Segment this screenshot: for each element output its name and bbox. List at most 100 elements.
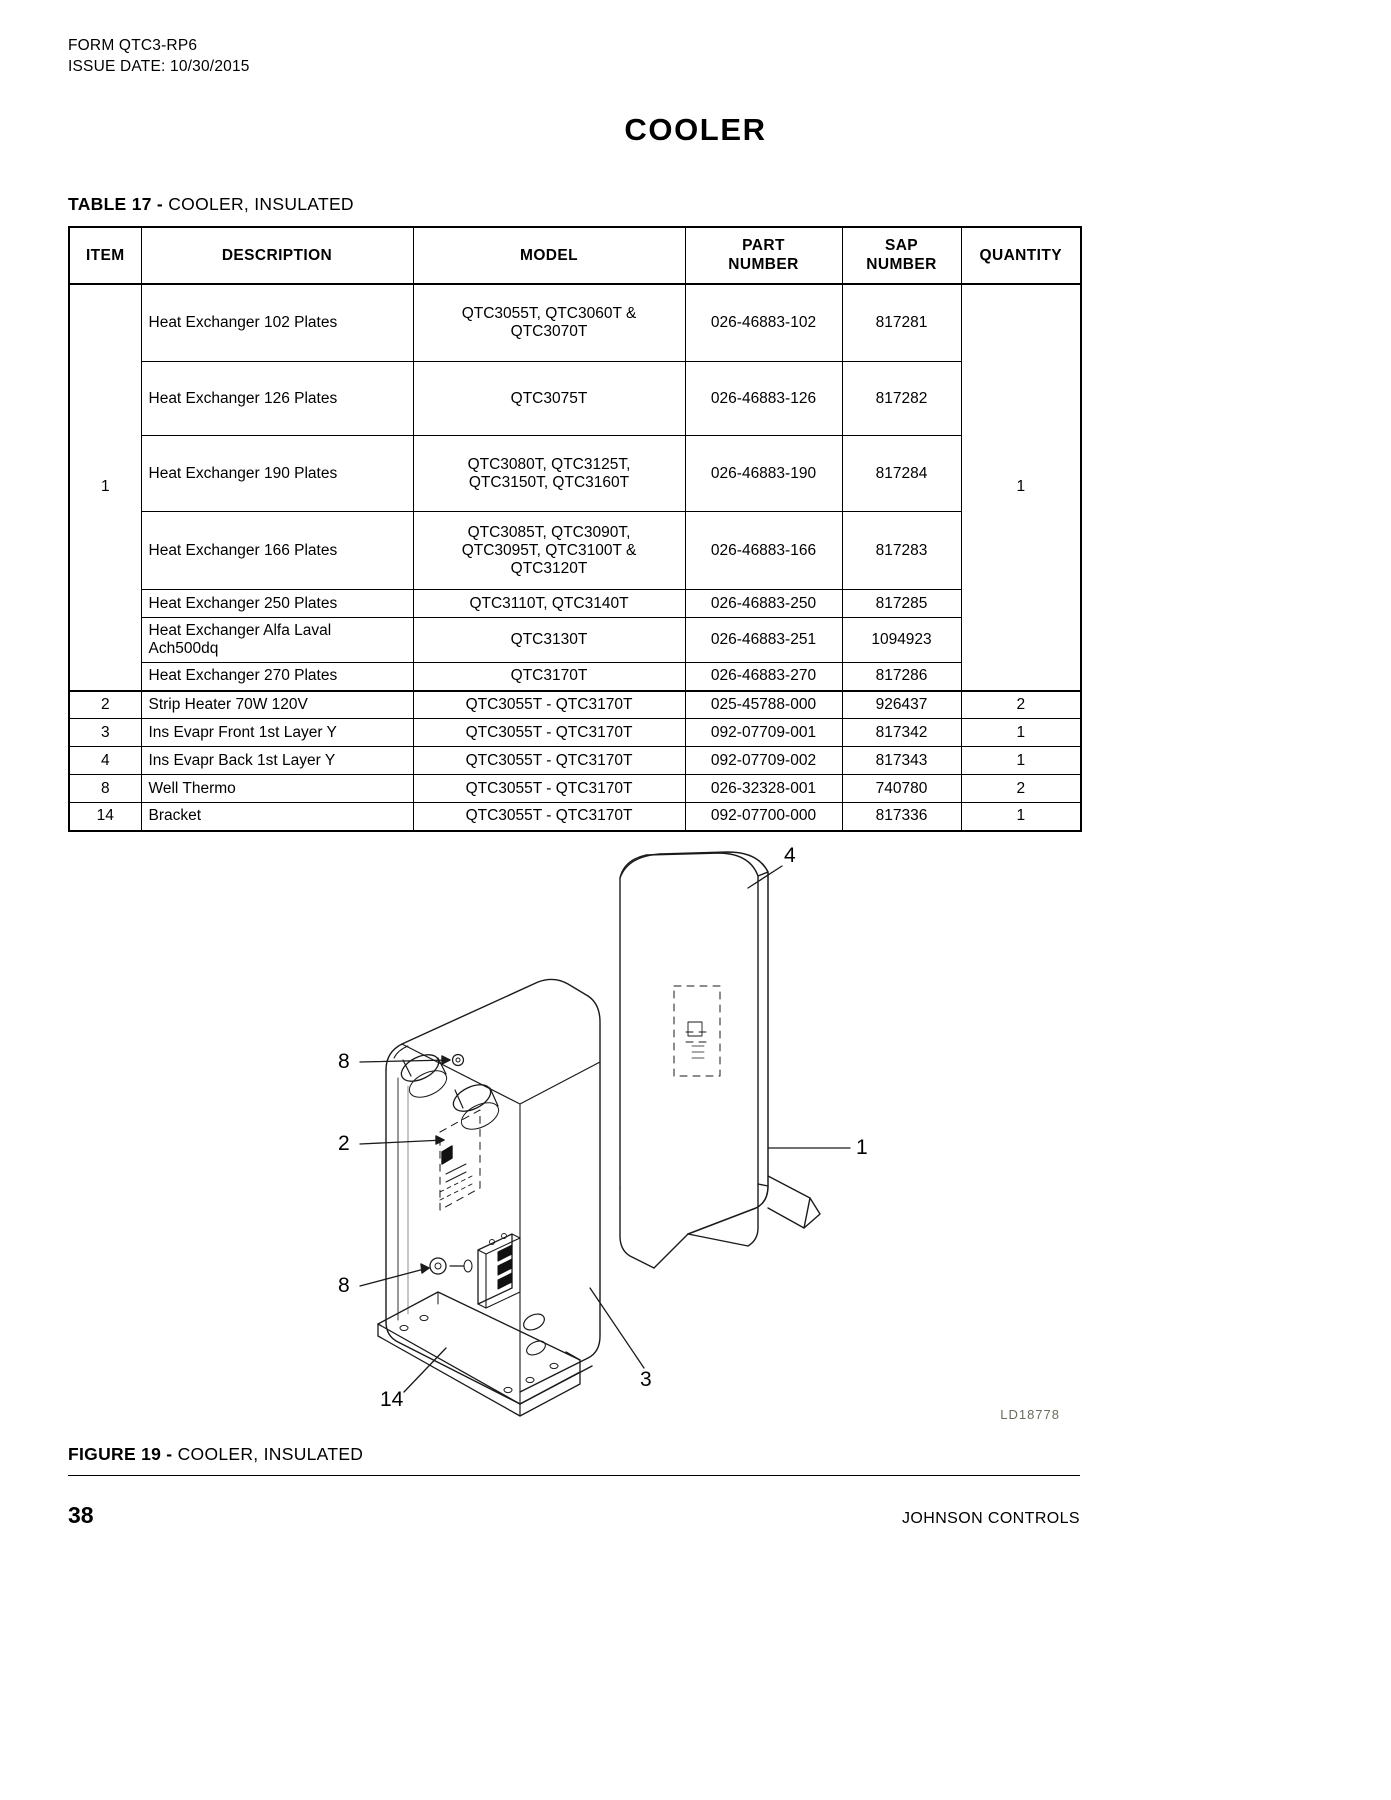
column-header-item: ITEM xyxy=(68,225,142,285)
cell-description: Ins Evapr Back 1st Layer Y xyxy=(140,746,414,776)
cell-part-number: 026-46883-166 xyxy=(684,511,843,591)
cell-description: Heat Exchanger 126 Plates xyxy=(140,361,414,437)
column-header-sap-number: SAP NUMBER xyxy=(841,225,962,285)
cell-sap-number: 1094923 xyxy=(841,617,962,664)
cell-part-number: 025-45788-000 xyxy=(684,689,843,720)
table-caption-text: COOLER, INSULATED xyxy=(168,193,354,214)
cell-part-number: 092-07700-000 xyxy=(684,802,843,832)
cell-part-number: 026-46883-190 xyxy=(684,435,843,513)
cell-part-number: 026-46883-251 xyxy=(684,617,843,664)
cell-quantity: 2 xyxy=(960,689,1082,720)
sap-number-line-2: NUMBER xyxy=(866,256,937,274)
cell-sap-number: 817286 xyxy=(841,662,962,692)
table-caption: TABLE 17 - COOLER, INSULATED xyxy=(68,194,1323,215)
table-row: Heat Exchanger 126 Plates QTC3075T 026-4… xyxy=(69,361,1081,437)
cell-model: QTC3055T - QTC3170T xyxy=(412,689,686,720)
model-line: QTC3070T xyxy=(510,322,588,340)
part-number-line-1: PART xyxy=(742,236,785,254)
cell-quantity: 1 xyxy=(960,282,1082,692)
model-line: QTC3095T, QTC3100T & xyxy=(461,541,637,559)
column-header-description: DESCRIPTION xyxy=(140,225,414,285)
figure-caption-text: COOLER, INSULATED xyxy=(177,1443,364,1464)
cell-item: 2 xyxy=(68,689,142,720)
cell-part-number: 092-07709-001 xyxy=(684,718,843,748)
cell-sap-number: 817283 xyxy=(841,511,962,591)
table-row: Heat Exchanger 270 Plates QTC3170T 026-4… xyxy=(69,662,1081,692)
callout-label: 8 xyxy=(338,1273,350,1297)
cell-item: 8 xyxy=(68,774,142,804)
cell-sap-number: 817285 xyxy=(841,589,962,619)
cell-sap-number: 817343 xyxy=(841,746,962,776)
document-footer: 38 JOHNSON CONTROLS xyxy=(68,1502,1080,1529)
table-row: 4 Ins Evapr Back 1st Layer Y QTC3055T - … xyxy=(68,746,1082,776)
figure-cooler-insulated: LD18778 4 1 8 2 8 3 14 xyxy=(68,836,1080,1436)
table-header-row: ITEM DESCRIPTION MODEL PART NUMBER SAP N… xyxy=(68,225,1082,285)
cell-sap-number: 740780 xyxy=(841,774,962,804)
cooler-assembly-drawing xyxy=(359,850,851,1417)
cell-item: 14 xyxy=(68,802,142,832)
cell-description: Ins Evapr Front 1st Layer Y xyxy=(140,718,414,748)
callout-label: 14 xyxy=(380,1387,404,1411)
cell-description: Strip Heater 70W 120V xyxy=(140,689,414,720)
table-caption-lead: TABLE 17 - xyxy=(68,193,169,214)
cell-description: Heat Exchanger 250 Plates xyxy=(140,589,414,619)
description-line: Ach500dq xyxy=(148,640,219,658)
cell-model: QTC3055T - QTC3170T xyxy=(412,718,686,748)
cell-part-number: 092-07709-002 xyxy=(684,746,843,776)
callout-label: 1 xyxy=(856,1135,868,1159)
cell-model: QTC3055T - QTC3170T xyxy=(412,774,686,804)
cell-sap-number: 817342 xyxy=(841,718,962,748)
cell-description: Well Thermo xyxy=(140,774,414,804)
table-row: 1 Heat Exchanger 102 Plates QTC3055T, QT… xyxy=(68,282,1082,692)
sap-number-line-1: SAP xyxy=(884,236,919,254)
cell-sap-number: 817336 xyxy=(841,802,962,832)
cell-item: 4 xyxy=(68,746,142,776)
table-row: 3 Ins Evapr Front 1st Layer Y QTC3055T -… xyxy=(68,718,1082,748)
cell-quantity: 1 xyxy=(960,718,1082,748)
column-header-quantity: QUANTITY xyxy=(960,225,1082,285)
cell-sap-number: 817281 xyxy=(841,282,962,363)
model-line: QTC3085T, QTC3090T, xyxy=(467,523,631,541)
model-line: QTC3150T, QTC3160T xyxy=(468,473,630,491)
form-number: FORM QTC3-RP6 xyxy=(68,37,198,54)
cell-quantity: 1 xyxy=(960,746,1082,776)
callout-label: 8 xyxy=(338,1049,350,1073)
model-line: QTC3055T, QTC3060T & xyxy=(461,304,637,322)
description-line: Heat Exchanger Alfa Laval xyxy=(148,622,332,640)
cell-sap-number: 817284 xyxy=(841,435,962,513)
cell-description: Heat Exchanger 166 Plates xyxy=(140,511,414,591)
callout-label: 4 xyxy=(784,843,796,867)
cell-item: 3 xyxy=(68,718,142,748)
page-title: COOLER xyxy=(624,111,767,147)
cell-part-number: 026-32328-001 xyxy=(684,774,843,804)
cell-model: QTC3055T, QTC3060T & QTC3070T xyxy=(412,282,686,363)
model-line: QTC3120T xyxy=(510,559,588,577)
table-row: Heat Exchanger 250 Plates QTC3110T, QTC3… xyxy=(69,589,1081,619)
company-name: JOHNSON CONTROLS xyxy=(902,1510,1080,1528)
cell-item: 1 xyxy=(68,282,142,692)
cell-description: Heat Exchanger 270 Plates xyxy=(140,662,414,692)
cell-model: QTC3055T - QTC3170T xyxy=(412,746,686,776)
footer-divider xyxy=(68,1474,1080,1477)
cell-model: QTC3130T xyxy=(412,617,686,664)
page-number: 38 xyxy=(68,1502,94,1529)
parts-table-body: 1 Heat Exchanger 102 Plates QTC3055T, QT… xyxy=(68,282,1082,832)
table-row: 8 Well Thermo QTC3055T - QTC3170T 026-32… xyxy=(68,774,1082,804)
cell-model: QTC3075T xyxy=(412,361,686,437)
cell-model: QTC3170T xyxy=(412,662,686,692)
cell-part-number: 026-46883-126 xyxy=(684,361,843,437)
cell-model: QTC3110T, QTC3140T xyxy=(412,589,686,619)
model-line: QTC3080T, QTC3125T, xyxy=(467,455,631,473)
cell-description: Heat Exchanger Alfa Laval Ach500dq xyxy=(140,617,414,664)
table-row: 14 Bracket QTC3055T - QTC3170T 092-07700… xyxy=(68,802,1082,832)
table-row: 2 Strip Heater 70W 120V QTC3055T - QTC31… xyxy=(68,689,1082,720)
issue-date: ISSUE DATE: 10/30/2015 xyxy=(68,57,250,75)
cell-model: QTC3085T, QTC3090T, QTC3095T, QTC3100T &… xyxy=(412,511,686,591)
cell-model: QTC3055T - QTC3170T xyxy=(412,802,686,832)
figure-caption-lead: FIGURE 19 - xyxy=(68,1443,178,1464)
cell-model: QTC3080T, QTC3125T, QTC3150T, QTC3160T xyxy=(412,435,686,513)
parts-table-header: ITEM DESCRIPTION MODEL PART NUMBER SAP N… xyxy=(68,225,1082,285)
figure-caption: FIGURE 19 - COOLER, INSULATED xyxy=(68,1444,1323,1465)
column-header-part-number: PART NUMBER xyxy=(684,225,843,285)
callout-label: 3 xyxy=(640,1367,652,1391)
